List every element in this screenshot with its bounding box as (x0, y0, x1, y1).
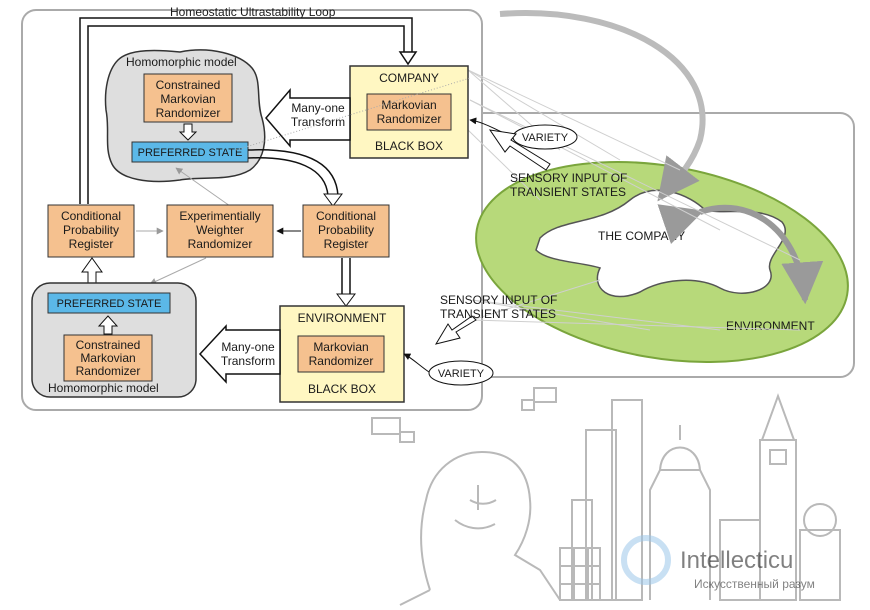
svg-text:TRANSIENT STATES: TRANSIENT STATES (440, 307, 556, 321)
svg-text:Constrained: Constrained (76, 338, 141, 352)
upper-constrained-randomizer (143, 73, 233, 123)
sensory-lower-arrow (434, 315, 477, 345)
svg-text:Transform: Transform (221, 354, 275, 368)
svg-text:Constrained: Constrained (156, 78, 221, 92)
upper-model-caption: Homomorphic model (126, 55, 237, 69)
svg-text:Markovian: Markovian (160, 92, 215, 106)
svg-text:Randomizer: Randomizer (156, 106, 221, 120)
svg-text:Conditional: Conditional (316, 209, 376, 223)
environment-markovian-randomizer (297, 335, 385, 373)
right-register (302, 204, 390, 258)
svg-text:Experimentially: Experimentially (179, 209, 260, 223)
svg-text:Conditional: Conditional (61, 209, 121, 223)
svg-text:TRANSIENT STATES: TRANSIENT STATES (510, 185, 626, 199)
company-environment-arrow (657, 204, 824, 305)
lower-constrained-randomizer (63, 334, 153, 382)
svg-text:BLACK BOX: BLACK BOX (375, 139, 443, 153)
svg-text:Weighter: Weighter (196, 223, 244, 237)
weighter-randomizer (166, 204, 274, 258)
svg-text:Probability: Probability (63, 223, 119, 237)
lower-model-caption: Homomorphic model (48, 381, 159, 395)
svg-text:Intellecticu: Intellecticu (680, 547, 793, 574)
svg-text:PREFERRED STATE: PREFERRED STATE (138, 147, 243, 159)
svg-text:Markovian: Markovian (80, 351, 135, 365)
lower-preferred-state (47, 292, 171, 314)
company-markovian-randomizer (366, 93, 452, 131)
svg-text:Randomizer: Randomizer (377, 112, 442, 126)
svg-text:Register: Register (69, 237, 114, 251)
svg-text:COMPANY: COMPANY (379, 71, 439, 85)
lower-up-arrow (97, 315, 119, 335)
svg-text:ENVIRONMENT: ENVIRONMENT (298, 311, 387, 325)
lower-transform-arrow (198, 324, 281, 384)
loop-to-company-arrow (499, 10, 706, 202)
svg-text:Markovian: Markovian (313, 340, 368, 354)
svg-text:VARIETY: VARIETY (438, 368, 485, 380)
the-company-label: THE COMPANY (598, 229, 685, 243)
svg-text:SENSORY INPUT OF: SENSORY INPUT OF (510, 171, 627, 185)
environment-label: ENVIRONMENT (726, 319, 815, 333)
upper-transform-arrow (265, 87, 351, 149)
svg-text:Искусственный разум: Искусственный разум (694, 577, 815, 591)
svg-text:Markovian: Markovian (381, 98, 436, 112)
svg-text:BLACK BOX: BLACK BOX (308, 382, 376, 396)
upper-preferred-state (131, 141, 249, 163)
svg-text:Many-one: Many-one (291, 101, 345, 115)
watermark: Intellecticu Искусственный разум (621, 535, 815, 591)
variety-lower (428, 360, 494, 386)
svg-text:Probability: Probability (318, 223, 374, 237)
left-register (47, 204, 135, 258)
svg-text:Register: Register (324, 237, 369, 251)
homeostatic-loop (79, 17, 418, 204)
svg-text:SENSORY INPUT OF: SENSORY INPUT OF (440, 293, 557, 307)
svg-text:Randomizer: Randomizer (309, 354, 374, 368)
upper-down-arrow (178, 123, 198, 141)
svg-text:PREFERRED STATE: PREFERRED STATE (57, 298, 162, 310)
decorative-illustration (371, 387, 841, 606)
svg-text:Many-one: Many-one (221, 340, 275, 354)
loop-label: Homeostatic Ultrastability Loop (170, 5, 336, 19)
svg-text:Randomizer: Randomizer (188, 237, 253, 251)
svg-text:VARIETY: VARIETY (522, 132, 569, 144)
sensory-upper-arrow (488, 129, 551, 171)
svg-text:Randomizer: Randomizer (76, 364, 141, 378)
sensory-fan-lines (467, 69, 801, 331)
svg-text:Transform: Transform (291, 115, 345, 129)
